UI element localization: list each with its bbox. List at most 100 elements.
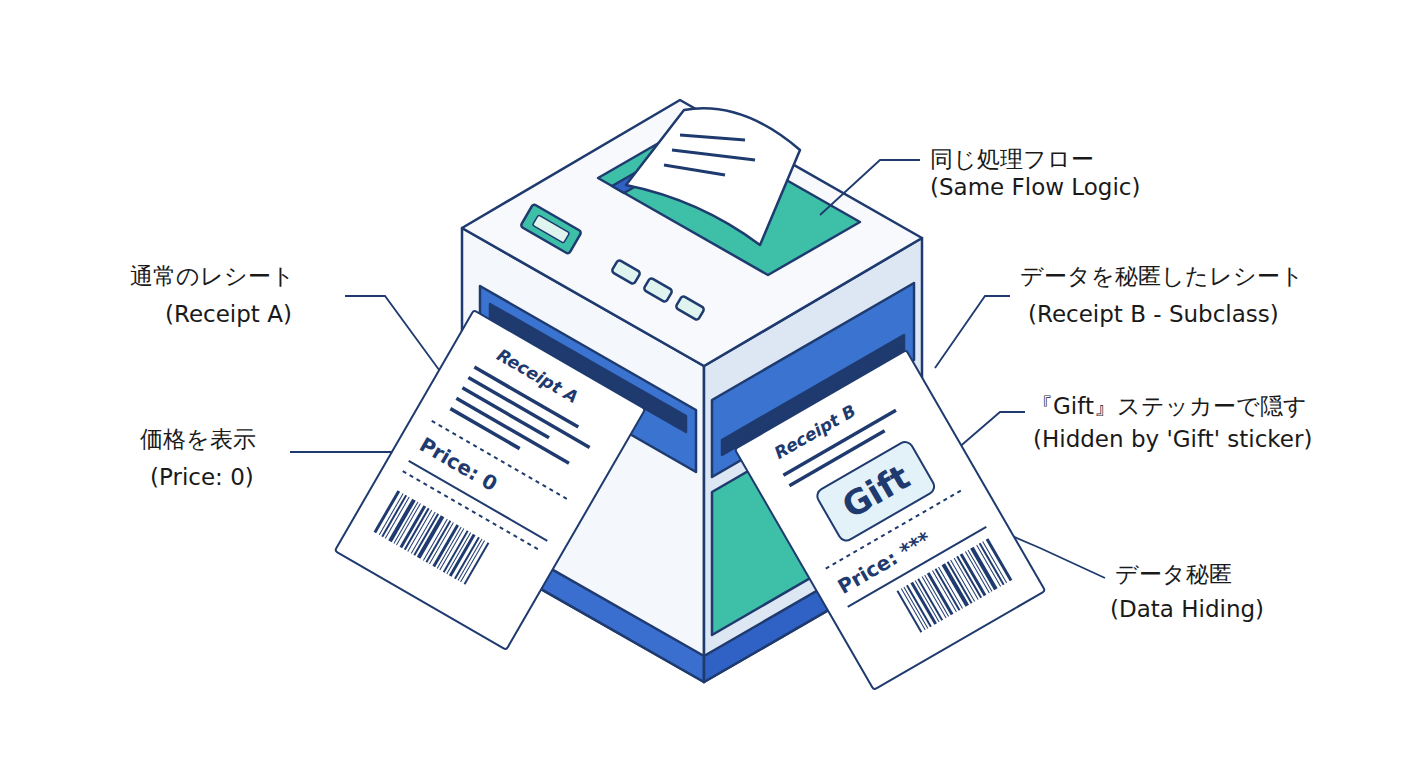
callout-label: データ秘匿 xyxy=(1115,560,1232,588)
barcode-bar xyxy=(942,563,969,607)
callout-label: (Data Hiding) xyxy=(1110,595,1264,623)
barcode-bar xyxy=(400,505,427,548)
print-line xyxy=(462,388,549,438)
display-screen xyxy=(532,215,569,243)
barcode-bar xyxy=(965,551,990,593)
paper-line xyxy=(672,150,755,160)
callout-label: 同じ処理フロー xyxy=(930,145,1094,173)
barcode-bar xyxy=(922,576,947,618)
barcode-bar xyxy=(411,512,436,554)
receipt-a-decoration xyxy=(369,362,604,609)
price-text: Price: 0 xyxy=(415,432,501,496)
barcode-bar xyxy=(954,558,979,600)
barcode-bar xyxy=(423,519,448,561)
callout-label: 『Gift』ステッカーで隠す xyxy=(1030,392,1307,420)
barcode-bar xyxy=(982,541,1007,583)
callout-label: (Receipt A) xyxy=(165,300,292,328)
barcode-bar xyxy=(970,547,997,591)
barcode-bar xyxy=(458,539,483,581)
receipt-b-decoration xyxy=(775,400,1016,658)
barcode-bar xyxy=(379,493,404,535)
barcode-bar xyxy=(374,490,401,533)
print-line xyxy=(789,431,884,486)
barcode-bar xyxy=(388,499,415,543)
callout-label: (Same Flow Logic) xyxy=(930,173,1140,201)
barcode-bar xyxy=(426,520,452,563)
leader-line xyxy=(345,296,445,378)
control-button xyxy=(611,259,641,284)
sticker-text: Gift xyxy=(835,456,916,526)
barcode-bar xyxy=(986,538,1013,581)
dashed-rule xyxy=(432,421,571,501)
barcode-bar xyxy=(446,532,471,574)
barcode-bar xyxy=(417,515,444,559)
barcode-bar xyxy=(393,502,418,544)
display-panel xyxy=(520,204,581,255)
barcode xyxy=(374,490,490,585)
receipt-title: Receipt B xyxy=(771,400,859,463)
barcode-bar xyxy=(947,561,973,604)
top-paper xyxy=(626,108,800,245)
barcode-bar xyxy=(449,534,476,577)
barcode-bar xyxy=(432,524,459,567)
barcode-bar xyxy=(979,543,1005,586)
barcode-bar xyxy=(407,510,432,552)
barcode-bar xyxy=(960,553,987,596)
receipt-title: Receipt A xyxy=(494,345,582,408)
paper-line xyxy=(680,135,745,140)
receipt-paper: Receipt BPrice: ***Gift xyxy=(733,349,1046,691)
print-line xyxy=(783,410,896,475)
barcode-bar xyxy=(439,528,464,570)
barcode-bar xyxy=(950,560,975,602)
barcode-bar xyxy=(437,527,462,569)
barcode-bar xyxy=(381,495,407,538)
callout-label: 価格を表示 xyxy=(140,425,256,453)
leader-line xyxy=(935,296,1010,368)
barcode-bar xyxy=(901,588,926,630)
dashed-rule xyxy=(403,471,542,551)
barcode-bar xyxy=(443,530,469,573)
callout-label: (Price: 0) xyxy=(150,463,254,491)
barcode-bar xyxy=(413,513,439,556)
barcode-bar xyxy=(927,572,954,615)
leader-line xyxy=(820,160,920,215)
barcode-bar xyxy=(935,568,961,611)
rule xyxy=(848,527,987,607)
print-line xyxy=(456,398,569,463)
barcode-bar xyxy=(404,508,430,551)
barcode-bar xyxy=(906,585,932,628)
barcode-bar xyxy=(429,522,454,564)
callout-label: (Receipt B - Subclass) xyxy=(1028,300,1279,328)
print-line xyxy=(450,409,519,449)
barcode-bar xyxy=(968,550,993,592)
barcode-bar xyxy=(385,497,410,539)
barcode-bar xyxy=(460,540,485,582)
barcode xyxy=(897,538,1013,633)
receipt-paper: Receipt A Price: 0 xyxy=(333,309,646,651)
barcode-bar xyxy=(903,587,928,629)
rule xyxy=(409,461,548,541)
callout-label: 通常のレシート xyxy=(130,262,295,290)
barcode-bar xyxy=(915,580,940,622)
barcode-bar xyxy=(897,590,923,633)
control-button xyxy=(643,277,673,302)
barcode-bar xyxy=(917,578,943,621)
barcode-bar xyxy=(956,556,982,599)
callout-label: データを秘匿したレシート xyxy=(1020,262,1304,290)
barcode-bar xyxy=(464,542,490,585)
print-line xyxy=(474,367,578,427)
paper-line xyxy=(664,165,725,175)
callout-label: (Hidden by 'Gift' sticker) xyxy=(1033,425,1312,453)
control-button xyxy=(675,295,705,320)
barcode-bar xyxy=(924,575,949,617)
dashed-rule xyxy=(826,489,965,569)
barcode-bar xyxy=(454,537,480,580)
barcode-bar xyxy=(938,567,963,609)
barcode-bar xyxy=(910,582,937,625)
barcode-bar xyxy=(396,503,421,545)
print-line xyxy=(468,377,589,447)
